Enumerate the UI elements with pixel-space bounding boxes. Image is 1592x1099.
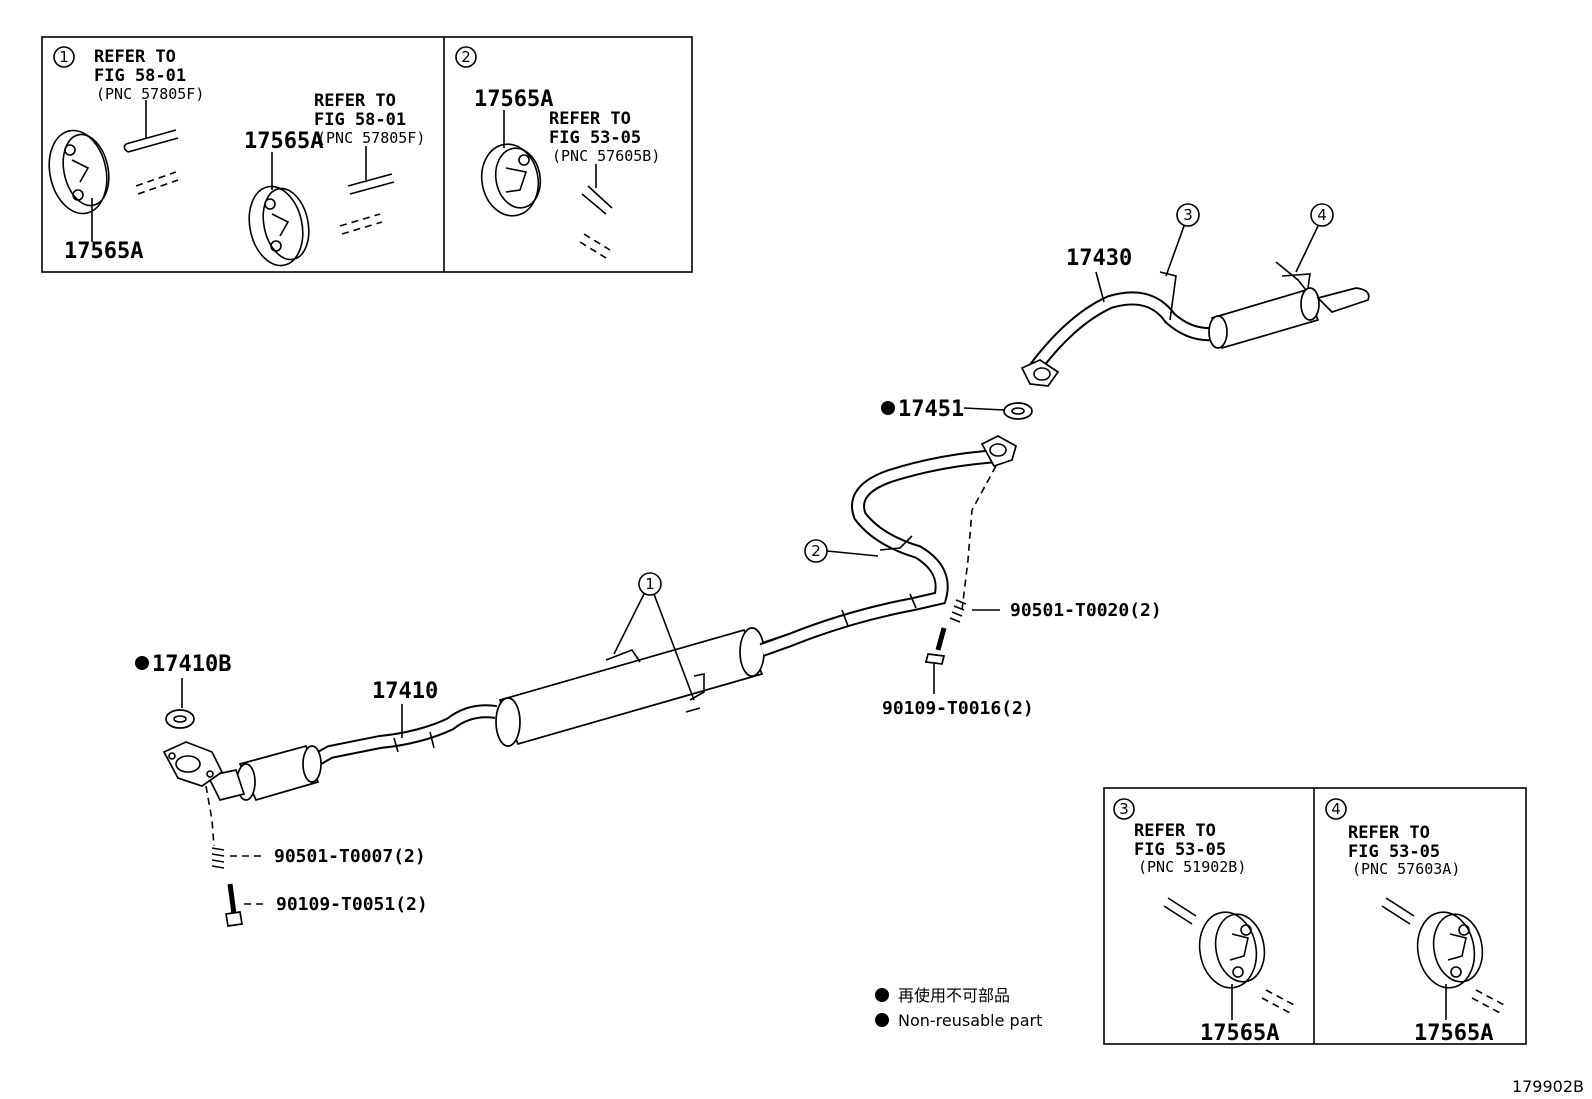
hanger-rubber-icon <box>1416 911 1484 989</box>
inset4-ref-line2: FIG 53-05 <box>1348 842 1440 862</box>
hanger-rubber-icon <box>480 143 542 217</box>
part-17410B: 17410B <box>152 652 231 677</box>
inset1-ref-a-line1: REFER TO <box>94 47 176 67</box>
inset4-num: 4 <box>1331 800 1341 818</box>
callout-4 <box>1310 203 1334 227</box>
part-90501-T0020: 90501-T0020(2) <box>1010 600 1162 621</box>
inset1-ref-b-line3: (PNC 57805F) <box>317 129 425 147</box>
inset1-num: 1 <box>59 48 69 66</box>
part-90109-T0051: 90109-T0051(2) <box>276 894 428 915</box>
inset4-ref-line1: REFER TO <box>1348 823 1430 843</box>
hanger-pin-icon <box>123 129 179 195</box>
hanger-pin-icon <box>339 173 395 235</box>
part-17430: 17430 <box>1066 246 1132 271</box>
figure-code: 179902B <box>1512 1077 1584 1096</box>
leader-line <box>826 550 879 557</box>
inset3-ref-line3: (PNC 51902B) <box>1138 858 1246 876</box>
part-90109-T0016: 90109-T0016(2) <box>882 698 1034 719</box>
spring-icon <box>211 847 225 869</box>
inset2-ref-line1: REFER TO <box>549 109 631 129</box>
inset3-num: 3 <box>1119 800 1129 818</box>
inset1-ref-a-line3: (PNC 57805F) <box>96 85 204 103</box>
inset-box-3-4 <box>1103 787 1527 1045</box>
inset-box-1-2 <box>41 36 693 273</box>
legend-en: Non-reusable part <box>898 1011 1042 1030</box>
hanger-rubber-icon <box>48 129 110 215</box>
inset2-ref-line3: (PNC 57605B) <box>552 147 660 165</box>
hanger-rubber-icon <box>248 185 310 267</box>
inset3-ref-line2: FIG 53-05 <box>1134 840 1226 860</box>
part-90501-T0007: 90501-T0007(2) <box>274 846 426 867</box>
callout-1-num: 1 <box>645 575 655 593</box>
callout-2-num: 2 <box>811 542 821 560</box>
inset2-ref-line2: FIG 53-05 <box>549 128 641 148</box>
legend-jp: 再使用不可部品 <box>898 986 1010 1005</box>
inset1-part-b: 17565A <box>244 129 323 154</box>
hanger-pin-icon <box>1381 897 1507 1015</box>
callout-1 <box>638 572 662 596</box>
inset3-ref-line1: REFER TO <box>1134 821 1216 841</box>
hanger-pin-icon <box>1163 897 1297 1015</box>
inset1-ref-a-line2: FIG 58-01 <box>94 66 186 86</box>
inset1-circle <box>53 46 75 68</box>
inset1-part-a: 17565A <box>64 239 143 264</box>
callout-3 <box>1176 203 1200 227</box>
inset2-circle <box>455 46 477 68</box>
callout-3-num: 3 <box>1183 206 1193 224</box>
part-17451: 17451 <box>898 397 964 422</box>
bolt-icon <box>225 883 243 927</box>
leader-line <box>1165 225 1185 277</box>
bolt-axis <box>961 465 997 611</box>
callout-4-num: 4 <box>1317 206 1327 224</box>
bolt-icon <box>924 627 947 665</box>
inset4-part: 17565A <box>1414 1021 1493 1046</box>
inset3-circle <box>1113 798 1135 820</box>
inset4-ref-line3: (PNC 57603A) <box>1352 860 1460 878</box>
front-exhaust-pipe <box>162 627 793 802</box>
inset4-circle <box>1325 798 1347 820</box>
inset1-ref-b-line2: FIG 58-01 <box>314 110 406 130</box>
leader-line <box>1295 225 1319 273</box>
inset3-part: 17565A <box>1200 1021 1279 1046</box>
spring-icon <box>949 599 967 623</box>
gasket <box>1003 402 1033 420</box>
gasket <box>165 709 195 729</box>
leader-line <box>1095 271 1105 303</box>
inset2-num: 2 <box>461 48 471 66</box>
part-17410: 17410 <box>372 679 438 704</box>
legend-dot-jp <box>875 988 889 1002</box>
center-pipe <box>757 435 1018 657</box>
legend-dot-en <box>875 1013 889 1027</box>
leader-line <box>613 593 645 655</box>
non-reusable-dot <box>135 656 149 670</box>
non-reusable-dot <box>881 401 895 415</box>
leader-line <box>653 593 695 701</box>
hanger-pin-icon <box>579 185 613 259</box>
inset1-ref-b-line1: REFER TO <box>314 91 396 111</box>
leader-line <box>963 407 1005 411</box>
bolt-axis <box>205 785 215 847</box>
hanger-rubber-icon <box>1198 911 1266 989</box>
tail-pipe-assembly <box>1020 261 1370 387</box>
inset2-part: 17565A <box>474 87 553 112</box>
